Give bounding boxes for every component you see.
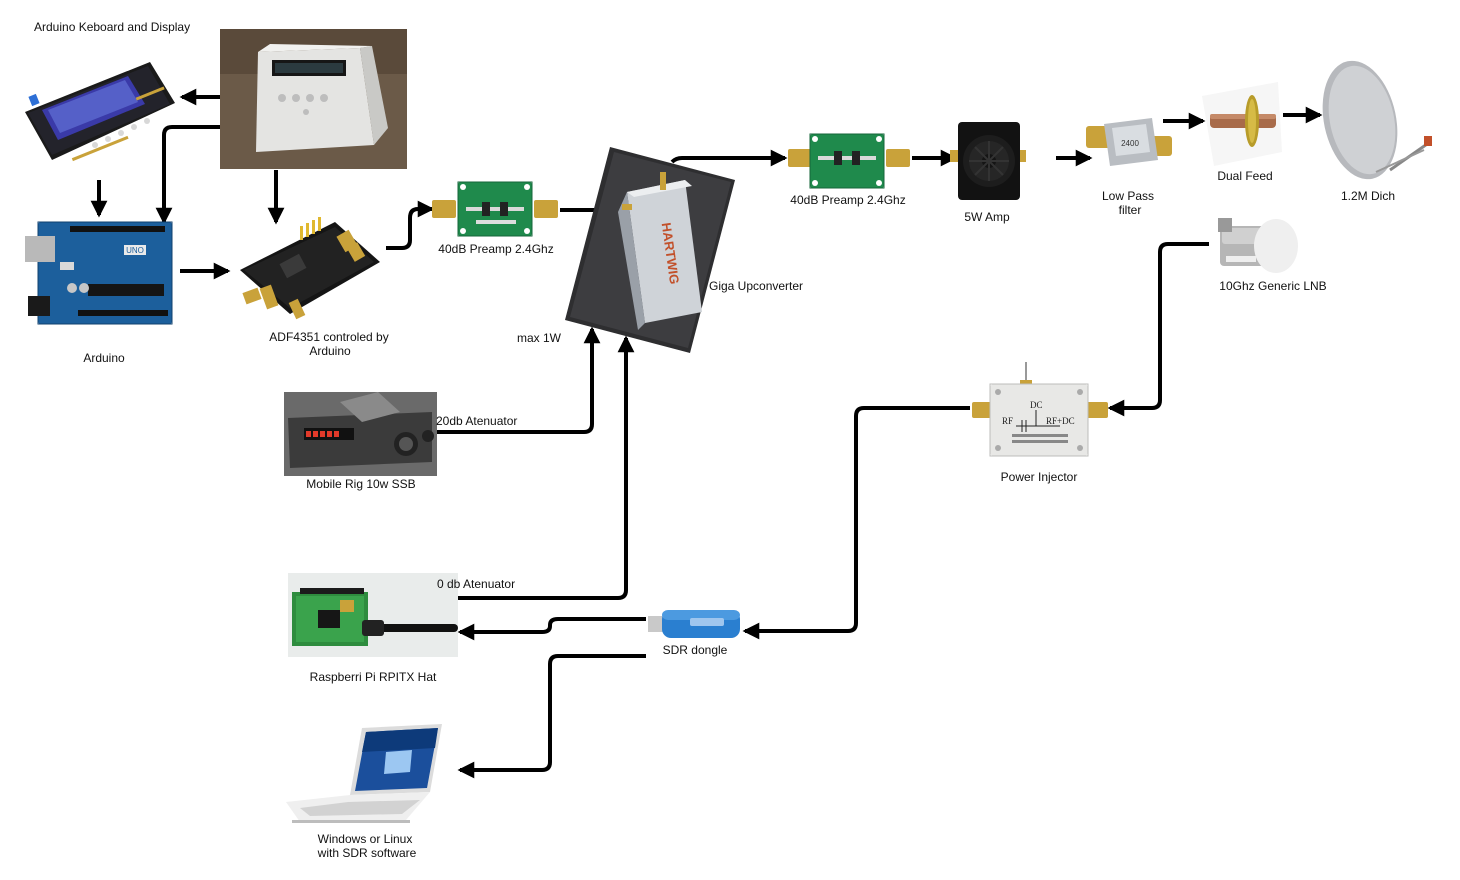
preamp-board-icon xyxy=(432,181,558,237)
lcd-keypad-shield-icon xyxy=(25,62,175,162)
adf4351-label-line1: ADF4351 controled by xyxy=(269,330,389,344)
adf4351-label-line2: Arduino xyxy=(309,344,351,358)
connector-arrows xyxy=(90,88,1323,779)
heatsink-amp-icon xyxy=(950,122,1026,200)
arrow-rig-to-upconverter xyxy=(437,326,601,434)
arduino-uno-icon: UNO xyxy=(25,221,173,325)
rpi-label: Raspberri Pi RPITX Hat xyxy=(309,670,437,684)
svg-text:UNO: UNO xyxy=(126,246,144,255)
satellite-dish-icon xyxy=(1322,60,1432,180)
lnb-label: 10Ghz Generic LNB xyxy=(1219,279,1327,293)
dish-label: 1.2M Dich xyxy=(1340,189,1396,203)
arrow-lnb-to-injector xyxy=(1107,242,1209,417)
arrow-sdr-to-rpi xyxy=(457,617,646,641)
preamp2-label: 40dB Preamp 2.4Ghz xyxy=(790,193,906,207)
arrow-adf4351-to-preamp1 xyxy=(386,200,435,250)
preamp-board-icon xyxy=(788,133,910,189)
preamp1-label: 40dB Preamp 2.4Ghz xyxy=(438,242,554,256)
rpi-attenuator-label: 0 db Atenuator xyxy=(437,577,516,591)
dual-feed-label: Dual Feed xyxy=(1217,169,1273,183)
laptop-label-line1: Windows or Linux xyxy=(317,832,413,846)
upconverter-module-icon: HARTWIG xyxy=(565,147,735,353)
arrow-enclosure-to-arduino xyxy=(155,125,220,225)
arduino-label: Arduino xyxy=(83,351,125,365)
injector-label: Power Injector xyxy=(1000,470,1078,484)
low-pass-filter-icon: 2400 xyxy=(1086,118,1172,166)
lpf-label-line1: Low Pass xyxy=(1101,189,1155,203)
rig-attenuator-label: 20db Atenuator xyxy=(436,414,518,428)
keyboard-display-label: Arduino Keboard and Display xyxy=(34,20,191,34)
laptop-label-line2: with SDR software xyxy=(317,846,417,860)
rpi-hat-icon xyxy=(288,573,458,657)
enclosure-box-photo-icon xyxy=(220,29,407,169)
laptop-icon xyxy=(286,724,442,823)
bias-tee-icon: RF DC RF+DC xyxy=(972,362,1108,457)
sdr-label: SDR dongle xyxy=(662,643,728,657)
arrow-injector-to-sdr xyxy=(742,406,970,640)
lpf-label-line2: filter xyxy=(1118,203,1142,217)
injector-rf-label: RF xyxy=(1002,416,1013,426)
arrow-upconverter-to-preamp2 xyxy=(670,149,788,167)
amp-label: 5W Amp xyxy=(964,210,1010,224)
rig-label: Mobile Rig 10w SSB xyxy=(306,477,416,491)
arrow-rpi-to-upconverter xyxy=(458,335,635,600)
mobile-rig-icon xyxy=(284,392,437,476)
adf4351-board-icon xyxy=(240,217,380,320)
injector-dc-label: DC xyxy=(1030,400,1043,410)
dual-feed-icon xyxy=(1202,82,1282,166)
arrow-sdr-to-laptop xyxy=(457,654,646,779)
lpf-marking: 2400 xyxy=(1121,139,1139,148)
lnb-icon xyxy=(1218,218,1298,273)
injector-rfdc-label: RF+DC xyxy=(1046,416,1075,426)
sdr-dongle-icon xyxy=(648,610,740,638)
upconverter-label: Giga Upconverter xyxy=(709,279,804,293)
max-power-label: max 1W xyxy=(517,331,562,345)
